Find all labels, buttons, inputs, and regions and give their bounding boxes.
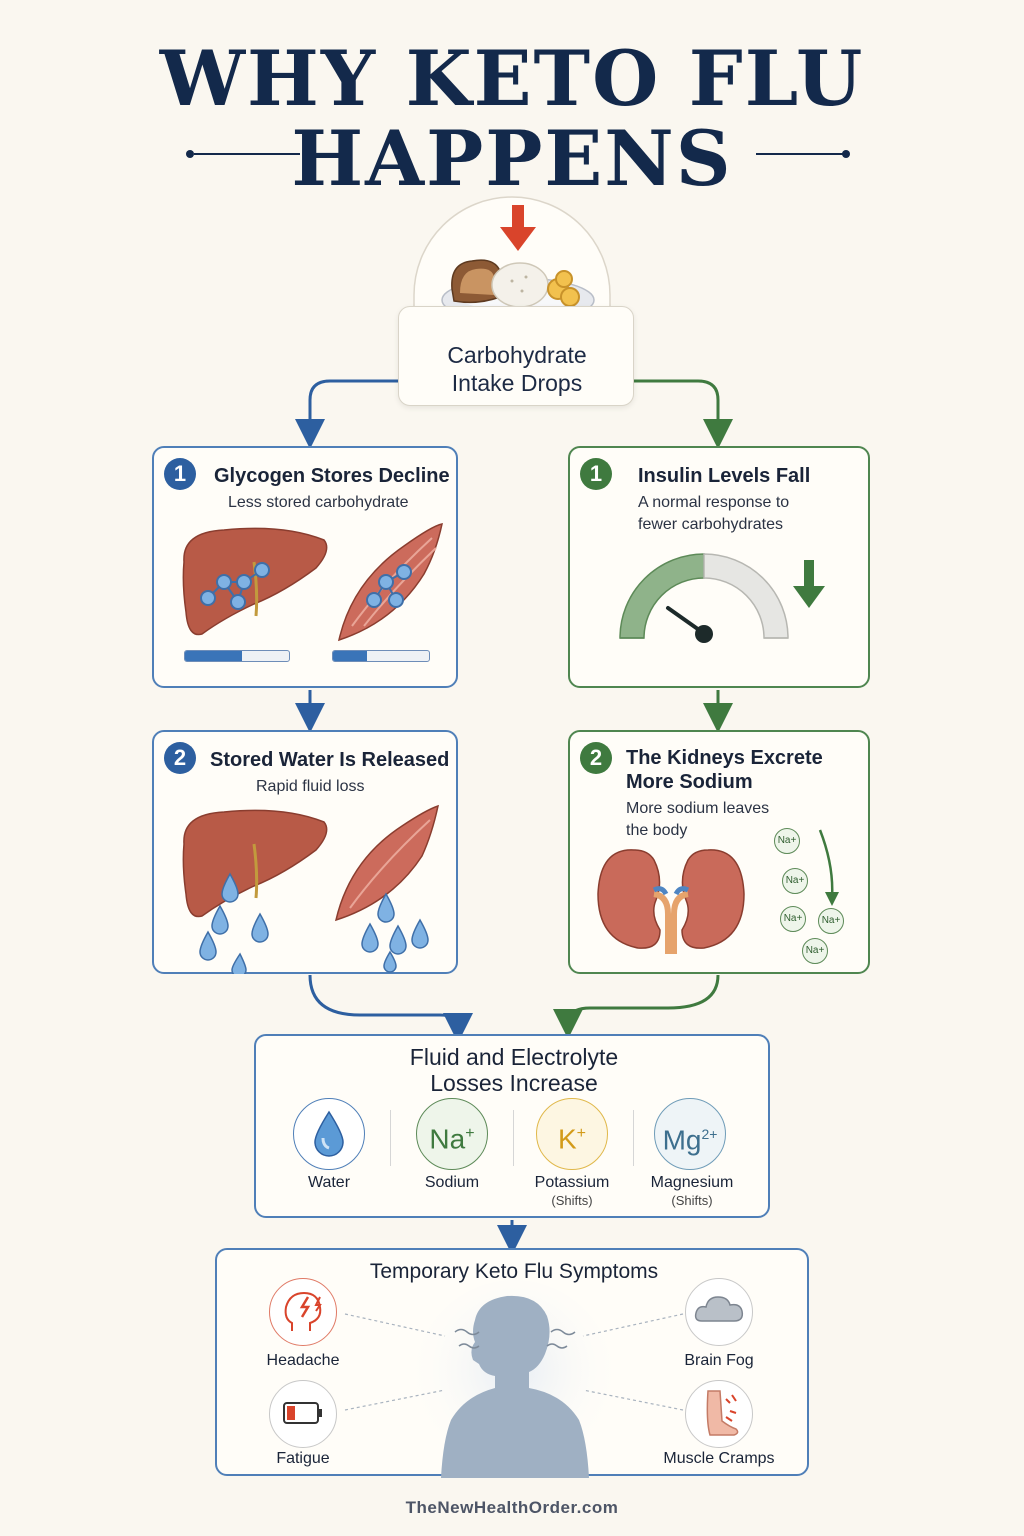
carb-intake-label: Carbohydrate Intake Drops [399,341,635,397]
loss-label-sodium: Sodium [424,1174,480,1191]
step-number-badge: 1 [164,458,196,490]
water-released-box: 2 Stored Water Is Released Rapid fluid l… [152,730,458,974]
connector-left-to-losses [308,974,473,1043]
sodium-ion-badge: Na+ [802,938,828,964]
divider [513,1110,514,1166]
potassium-ion-icon: K+ [536,1098,608,1170]
water-drop-icon [293,1098,365,1170]
kidneys-sodium-subtitle: More sodium leaves the body [626,798,769,842]
symptom-label-brain-fog: Brain Fog [684,1352,754,1369]
loss-label-magnesium: Magnesium [650,1174,734,1191]
glycogen-stores-box: 1 Glycogen Stores Decline Less stored ca… [152,446,458,688]
kidneys-sodium-box: 2 The Kidneys Excrete More Sodium More s… [568,730,870,974]
insulin-subtitle-line1: A normal response to [638,494,790,511]
connector-top-left [295,379,398,449]
sodium-ion-badge: Na+ [780,906,806,932]
insulin-levels-box: 1 Insulin Levels Fall A normal response … [568,446,870,688]
glycogen-molecule-icon [200,562,270,610]
liver-icon [182,527,328,636]
liver-muscle-glycogen-illustration [182,523,443,642]
liver-icon [182,809,328,918]
liver-muscle-water-illustration [182,804,440,974]
sodium-ion-badge: Na+ [782,868,808,894]
carb-intake-label-line1: Carbohydrate [447,342,587,368]
water-drop-icon [199,872,429,974]
muscle-cramp-leg-icon [685,1380,753,1448]
title-rule-left [194,153,300,155]
kidneys-subtitle-line2: the body [626,822,688,839]
glycogen-stores-subtitle: Less stored carbohydrate [228,494,409,511]
person-silhouette-illustration [344,1280,684,1478]
magnesium-ion-icon: Mg2+ [654,1098,726,1170]
sodium-ion-layer: Na+ Na+ Na+ Na+ Na+ [570,732,872,976]
connector-top-right [634,379,733,449]
loss-label-water: Water [307,1174,351,1191]
glycogen-molecule-icon [366,564,412,608]
step-number-badge: 1 [580,458,612,490]
symptoms-title: Temporary Keto Flu Symptoms [369,1260,659,1283]
water-released-title: Stored Water Is Released [210,749,450,771]
divider [633,1110,634,1166]
muscle-icon [334,804,440,922]
magnesium-charge: 2+ [701,1126,718,1142]
potassium-symbol: K [557,1123,577,1155]
kidneys-title-line1: The Kidneys Excrete [626,747,823,769]
insulin-levels-title: Insulin Levels Fall [638,465,811,487]
page-title-line1: WHY KETO FLU [159,34,865,123]
kidneys-subtitle-line1: More sodium leaves [626,800,770,817]
title-rule-right [756,153,844,155]
insulin-levels-subtitle: A normal response to fewer carbohydrates [638,492,789,536]
sodium-ion-badge: Na+ [818,908,844,934]
carb-intake-box: Carbohydrate Intake Drops [398,306,634,406]
keto-flu-symptoms-box: Temporary Keto Flu Symptoms Headache Fat… [215,1248,809,1478]
magnesium-symbol: Mg [662,1124,702,1156]
symptom-label-muscle-cramps: Muscle Cramps [663,1450,775,1467]
footer-site-url: TheNewHealthOrder.com [405,1498,619,1517]
glycogen-stores-title: Glycogen Stores Decline [214,465,450,487]
symptom-label-fatigue: Fatigue [276,1450,330,1467]
sodium-ions-illustration [818,829,839,906]
potassium-charge: + [576,1125,587,1142]
loss-note-potassium: (Shifts) [551,1193,593,1208]
brain-fog-cloud-icon [685,1278,753,1346]
title-rule-dot-right [842,150,850,158]
losses-title: Fluid and Electrolyte Losses Increase [256,1044,772,1096]
kidneys-icon [597,849,745,954]
kidneys-title-line2: More Sodium [626,771,753,793]
muscle-glycogen-level-bar [332,650,430,662]
fluid-electrolyte-losses-box: Fluid and Electrolyte Losses Increase Wa… [254,1034,770,1218]
insulin-subtitle-line2: fewer carbohydrates [638,516,783,533]
loss-note-magnesium: (Shifts) [671,1193,713,1208]
sodium-charge: + [465,1125,475,1142]
sodium-ion-icon: Na+ [416,1098,488,1170]
carb-intake-label-line2: Intake Drops [451,370,583,396]
headache-icon [269,1278,337,1346]
losses-title-line1: Fluid and Electrolyte [409,1044,619,1070]
connector-right-to-losses [553,974,720,1039]
symptom-label-headache: Headache [266,1352,340,1369]
sodium-symbol: Na [429,1123,466,1155]
sodium-ion-badge: Na+ [774,828,800,854]
divider [390,1110,391,1166]
insulin-gauge-icon [619,553,825,643]
liver-glycogen-level-bar [184,650,290,662]
loss-label-potassium: Potassium [534,1174,610,1191]
page-title-line2: HAPPENS [291,114,733,203]
title-rule-dot-left [186,150,194,158]
step-number-badge: 2 [164,742,196,774]
losses-title-line2: Losses Increase [430,1070,598,1096]
low-battery-icon [269,1380,337,1448]
step-number-badge: 2 [580,742,612,774]
water-released-subtitle: Rapid fluid loss [256,778,365,795]
kidneys-sodium-title: The Kidneys Excrete More Sodium [626,746,823,794]
down-arrow-icon [793,560,825,608]
